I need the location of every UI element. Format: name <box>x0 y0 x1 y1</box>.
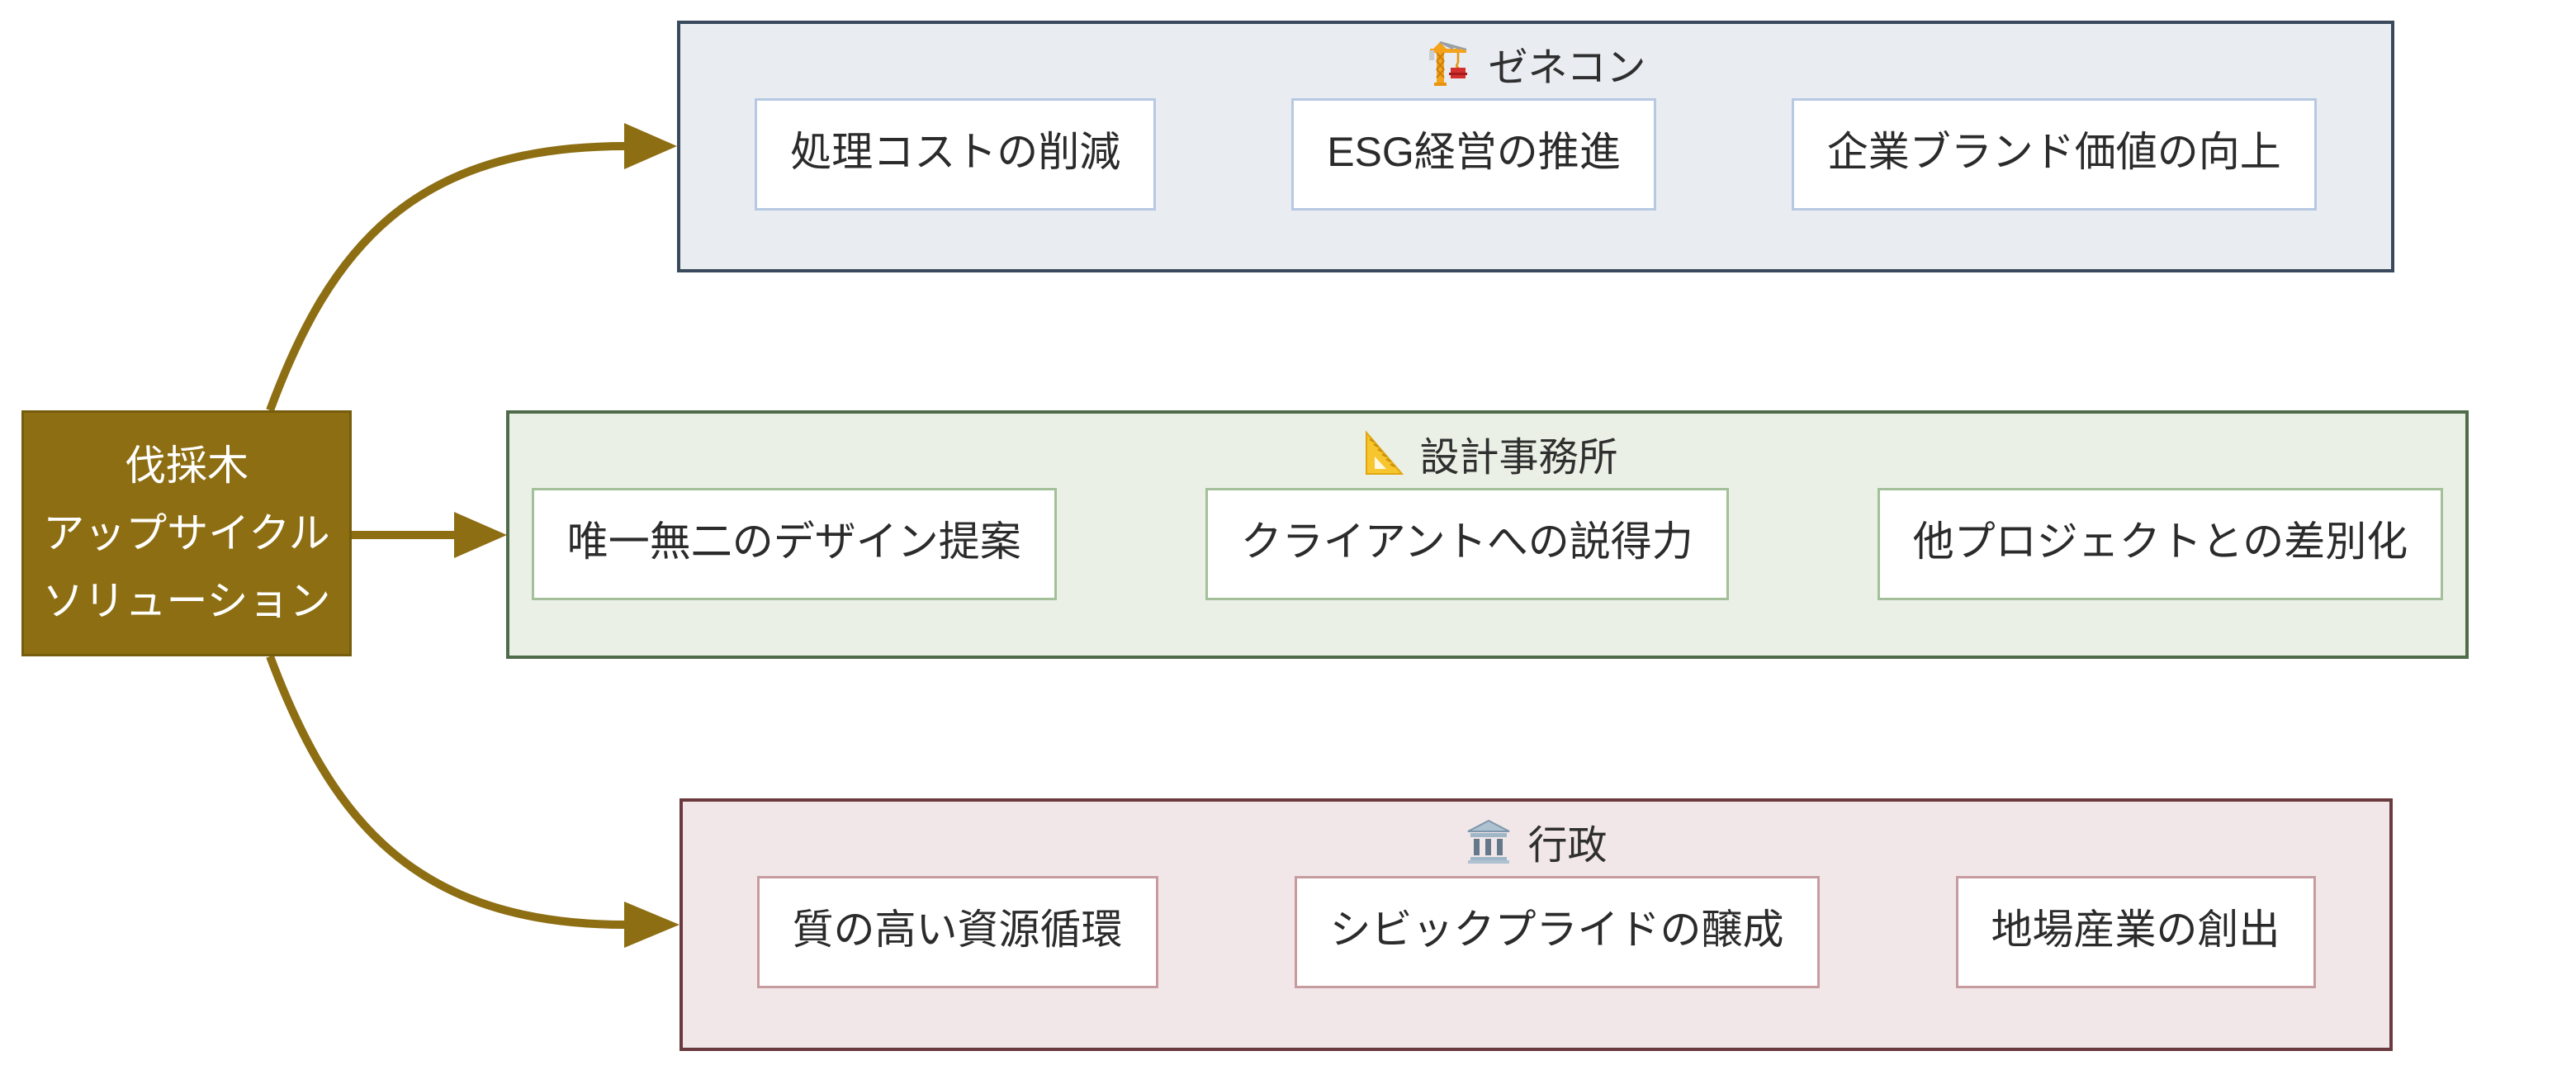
item-box: 企業ブランド価値の向上 <box>1791 98 2317 211</box>
group-gyosei-label: 行政 <box>1527 824 1608 868</box>
item-box: 唯一無二のデザイン提案 <box>531 488 1057 600</box>
arrowhead-zenecon <box>624 123 677 169</box>
root-label-line1: 伐採木 <box>125 443 249 489</box>
edge-root-to-zenecon <box>266 142 627 412</box>
group-sekkei: 設計事務所 唯一無二のデザイン提案 クライアントへの説得力 他プロジェクトとの差… <box>506 410 2469 659</box>
crane-icon <box>1425 40 1473 88</box>
group-zenecon: ゼネコン 処理コストの削減 ESG経営の推進 企業ブランド価値の向上 <box>677 21 2394 272</box>
classical-building-icon <box>1465 817 1513 865</box>
group-zenecon-items: 処理コストの削減 ESG経営の推進 企業ブランド価値の向上 <box>755 98 2317 211</box>
item-box: 他プロジェクトとの差別化 <box>1877 488 2444 600</box>
root-label-line2: アップサイクル <box>43 510 330 556</box>
group-gyosei: 行政 質の高い資源循環 シビックプライドの醸成 地場産業の創出 <box>680 798 2393 1051</box>
triangular-ruler-icon <box>1357 429 1404 477</box>
item-box: 地場産業の創出 <box>1955 876 2316 988</box>
item-box: 処理コストの削減 <box>755 98 1157 211</box>
group-sekkei-label: 設計事務所 <box>1419 436 1618 480</box>
group-zenecon-header: ゼネコン <box>1425 37 1646 90</box>
arrowhead-sekkei <box>454 512 507 558</box>
item-box: 質の高い資源循環 <box>756 876 1158 988</box>
item-box: ESG経営の推進 <box>1291 98 1656 211</box>
group-gyosei-header: 行政 <box>1465 815 1608 868</box>
edge-root-to-gyosei <box>266 655 627 929</box>
group-zenecon-label: ゼネコン <box>1488 46 1646 90</box>
arrowhead-gyosei <box>624 902 680 948</box>
root-label-line3: ソリューション <box>42 578 331 624</box>
group-sekkei-header: 設計事務所 <box>1357 427 1618 480</box>
item-box: シビックプライドの醸成 <box>1294 876 1820 988</box>
item-box: クライアントへの説得力 <box>1205 488 1729 600</box>
group-gyosei-items: 質の高い資源循環 シビックプライドの醸成 地場産業の創出 <box>756 876 2316 988</box>
group-sekkei-items: 唯一無二のデザイン提案 クライアントへの説得力 他プロジェクトとの差別化 <box>531 488 2444 600</box>
root-node-upcycle-solution: 伐採木 アップサイクル ソリューション <box>21 410 352 656</box>
